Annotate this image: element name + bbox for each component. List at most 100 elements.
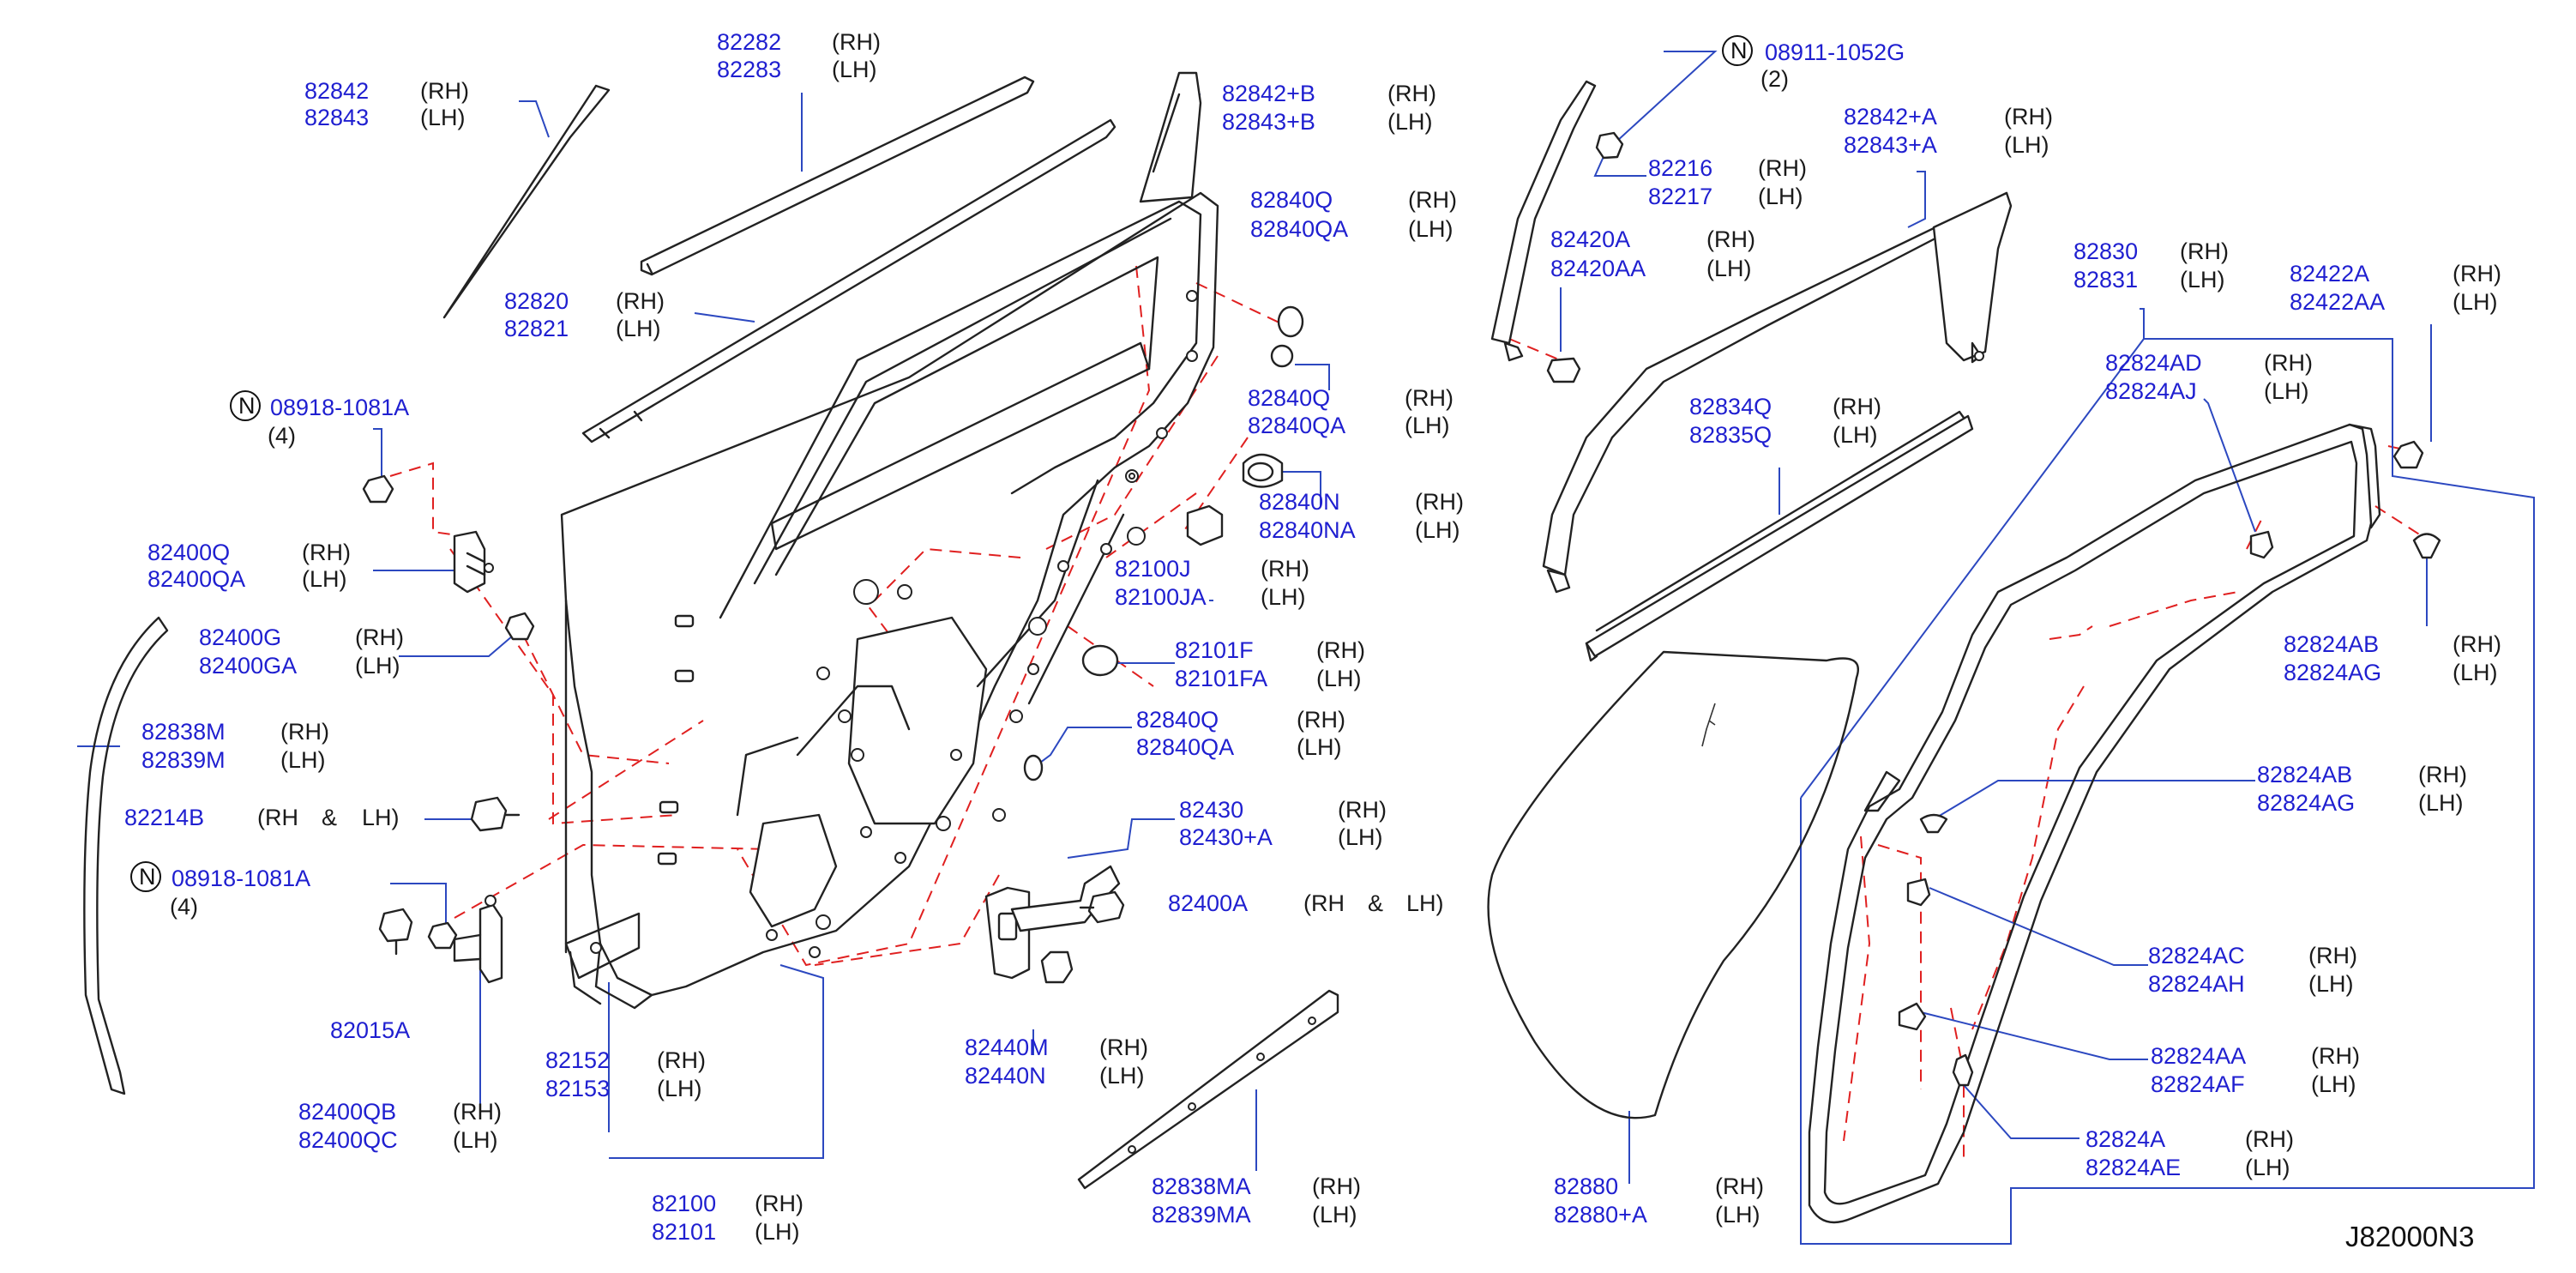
- side-label: (RH): [1408, 187, 1457, 213]
- part-number: 82824AF: [2151, 1071, 2245, 1097]
- part-number: 82842+B: [1222, 81, 1315, 106]
- part-number: 82100J: [1115, 556, 1191, 582]
- leader-lines: [77, 51, 2535, 1245]
- side-label: (LH): [2004, 132, 2049, 158]
- callout-82840q-low: 82840Q (RH) 82840QA (LH): [1136, 707, 1345, 760]
- qualifier-lh: LH): [1406, 890, 1444, 916]
- callout-82422a: 82422A (RH) 82422AA (LH): [2290, 261, 2501, 315]
- callout-82430: 82430 (RH) 82430+A (LH): [1179, 797, 1387, 850]
- part-number: 82400QA: [147, 566, 245, 592]
- side-label: (RH): [1405, 385, 1454, 411]
- callout-82100: 82100 (RH) 82101 (LH): [652, 1191, 803, 1245]
- part-number: 82842+A: [1844, 104, 1937, 130]
- side-label: (RH): [1297, 707, 1345, 733]
- part-number: 82214B: [124, 805, 204, 830]
- part-number: 82840Q: [1136, 707, 1219, 733]
- part-number: 82840NA: [1259, 517, 1356, 543]
- side-label: (RH): [280, 719, 329, 745]
- part-number: 82824A: [2085, 1126, 2165, 1152]
- side-label: (RH): [2264, 350, 2313, 376]
- part-number: 82153: [545, 1076, 610, 1101]
- side-label: (LH): [2308, 971, 2354, 997]
- callout-82842-b: 82842+B (RH) 82843+B (LH): [1222, 81, 1436, 135]
- side-label: (RH): [616, 288, 665, 314]
- part-number: 82834Q: [1689, 394, 1772, 419]
- side-label: (RH): [1312, 1173, 1361, 1199]
- part-number: 82824AB: [2284, 631, 2379, 657]
- side-label: (RH): [1758, 155, 1807, 181]
- part-number: 82430: [1179, 797, 1243, 823]
- side-label: (RH): [453, 1099, 502, 1125]
- side-label: (RH): [2004, 104, 2053, 130]
- callout-82400g: 82400G (RH) 82400GA (LH): [199, 624, 404, 679]
- side-label: (RH): [1715, 1173, 1764, 1199]
- side-label: (LH): [2453, 660, 2498, 685]
- side-label: (RH): [832, 29, 881, 55]
- side-label: (RH): [355, 624, 404, 650]
- part-number: 82820: [504, 288, 569, 314]
- side-label: (LH): [2418, 790, 2464, 816]
- part-number: 82440M: [965, 1035, 1049, 1060]
- part-number: 82100: [652, 1191, 716, 1216]
- part-number: 82824AC: [2148, 943, 2245, 968]
- side-label: (RH): [2311, 1043, 2360, 1069]
- callout-82824ac: 82824AC (RH) 82824AH (LH): [2148, 943, 2357, 997]
- callout-82400a: 82400A (RH & LH): [1168, 890, 1444, 916]
- n-callout-3: N 08911-1052G (2): [1722, 35, 1905, 92]
- part-number: 82880+A: [1554, 1202, 1647, 1228]
- side-label: (RH): [2180, 238, 2229, 264]
- part-number: 82839M: [141, 747, 226, 773]
- side-label: (LH): [1758, 184, 1803, 209]
- side-label: (LH): [2245, 1155, 2290, 1180]
- callout-82440m: 82440M (RH) 82440N (LH): [965, 1035, 1148, 1089]
- part-number: 82843+B: [1222, 109, 1315, 135]
- part-number: 82824AJ: [2105, 378, 2197, 404]
- side-label: (RH): [1833, 394, 1881, 419]
- part-number: 82838MA: [1152, 1173, 1251, 1199]
- callout-82842: 82842 (RH) 82843 (LH): [304, 78, 469, 130]
- side-label: (LH): [302, 566, 347, 592]
- side-label: (RH): [1706, 226, 1755, 252]
- diagram-code: J82000N3: [2345, 1221, 2474, 1252]
- door-studs: [657, 614, 695, 866]
- door-holes: [766, 290, 1198, 958]
- side-label: (RH): [1338, 797, 1387, 823]
- part-number: 82838M: [141, 719, 226, 745]
- callout-82152: 82152 (RH) 82153 (LH): [545, 1047, 706, 1101]
- side-label: (RH): [420, 78, 469, 104]
- side-label: (RH): [2453, 631, 2501, 657]
- part-number: 82420A: [1550, 226, 1630, 252]
- part-number: 82216: [1648, 155, 1712, 181]
- part-number: 82400G: [199, 624, 281, 650]
- side-label: (LH): [1387, 109, 1433, 135]
- part-number: 82420AA: [1550, 256, 1646, 281]
- n-callout-3-letter: N: [1730, 38, 1748, 63]
- qualifier-rh: (RH: [1303, 890, 1345, 916]
- callout-82214b: 82214B (RH & LH): [124, 805, 400, 830]
- door-parts-linework: [83, 71, 2441, 1224]
- callout-82400qb: 82400QB (RH) 82400QC (LH): [298, 1099, 502, 1153]
- callout-82400q: 82400Q (RH) 82400QA (LH): [147, 540, 351, 592]
- part-number: 82100JA: [1115, 584, 1207, 610]
- side-label: (RH): [1099, 1035, 1148, 1060]
- side-label: (LH): [1833, 422, 1878, 448]
- part-number: 82101FA: [1175, 666, 1267, 691]
- side-label: (LH): [1261, 584, 1306, 610]
- part-number: 82840N: [1259, 489, 1340, 515]
- n-callout-1-qty: (4): [268, 423, 296, 449]
- side-label: (RH): [302, 540, 351, 565]
- part-number: 82824AH: [2148, 971, 2245, 997]
- callout-82820: 82820 (RH) 82821 (LH): [504, 288, 665, 341]
- callout-82282: 82282 (RH) 82283 (LH): [717, 29, 881, 82]
- callout-82824ad: 82824AD (RH) 82824AJ (LH): [2105, 350, 2313, 404]
- side-label: (LH): [2264, 378, 2309, 404]
- side-label: (LH): [1297, 734, 1342, 760]
- part-number: 82422AA: [2290, 289, 2385, 315]
- callout-82880: 82880 (RH) 82880+A (LH): [1554, 1173, 1764, 1228]
- qualifier-lh: LH): [362, 805, 400, 830]
- callout-82838ma: 82838MA (RH) 82839MA (LH): [1152, 1173, 1361, 1228]
- part-number: 82430+A: [1179, 824, 1273, 850]
- side-label: (LH): [755, 1219, 800, 1245]
- part-number: 82830: [2073, 238, 2138, 264]
